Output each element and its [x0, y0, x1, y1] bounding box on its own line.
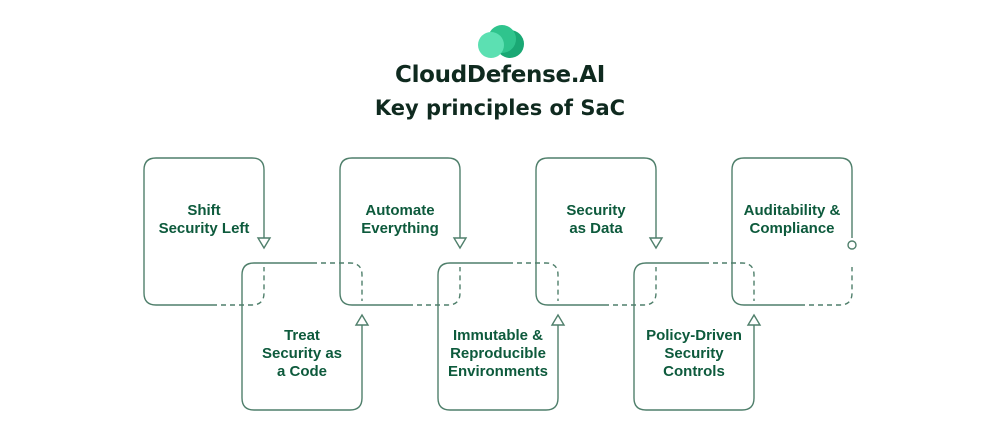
principle-label-line: Treat — [284, 327, 320, 344]
principle-label-line: Compliance — [749, 220, 835, 237]
principle-label: Auditability &Compliance — [732, 202, 852, 238]
cloud-icon — [478, 25, 524, 58]
brand-name: CloudDefense.AI — [395, 62, 605, 88]
principle-label-line: Security as — [261, 345, 343, 362]
principle-label-line: Security — [664, 345, 724, 362]
box-outline-solid — [437, 262, 559, 411]
arrow-down-icon — [256, 237, 272, 250]
principle-label-line: Policy-Driven — [646, 327, 742, 344]
box-outline-dashed — [800, 267, 853, 306]
principle-label-line: Immutable & — [452, 327, 543, 344]
principle-label-line: Reproducible — [450, 345, 546, 362]
box-outline-dashed — [704, 262, 755, 301]
arrow-down-icon — [452, 237, 468, 250]
page-title: Key principles of SaC — [374, 96, 626, 120]
arrow-down-icon — [648, 237, 664, 250]
principle-label-line: Environments — [447, 363, 549, 380]
principle-label-line: Auditability & — [743, 202, 841, 219]
box-outline-dashed — [408, 267, 461, 306]
box-outline-dashed — [312, 262, 363, 301]
box-outline-solid — [535, 157, 657, 306]
box-outline-dashed — [508, 262, 559, 301]
box-outline-solid — [731, 157, 853, 306]
box-outline-solid — [339, 157, 461, 306]
principle-label-line: as Data — [569, 220, 623, 237]
end-circle-icon — [847, 240, 857, 250]
principle-label-line: Shift — [187, 202, 221, 219]
principle-label-line: Automate — [365, 202, 435, 219]
principle-label-line: Controls — [663, 363, 725, 380]
arrow-up-icon — [746, 313, 762, 326]
box-outline-dashed — [212, 267, 265, 306]
arrow-up-icon — [550, 313, 566, 326]
box-outline-solid — [241, 262, 363, 411]
principle-label-line: Security Left — [158, 220, 250, 237]
box-outline-dashed — [604, 267, 657, 306]
principle-label-line: a Code — [276, 363, 327, 380]
box-outline-solid — [633, 262, 755, 411]
principle-label-line: Security — [566, 202, 626, 219]
principle-label-line: Everything — [361, 220, 439, 237]
arrow-up-icon — [354, 313, 370, 326]
box-outline-solid — [143, 157, 265, 306]
